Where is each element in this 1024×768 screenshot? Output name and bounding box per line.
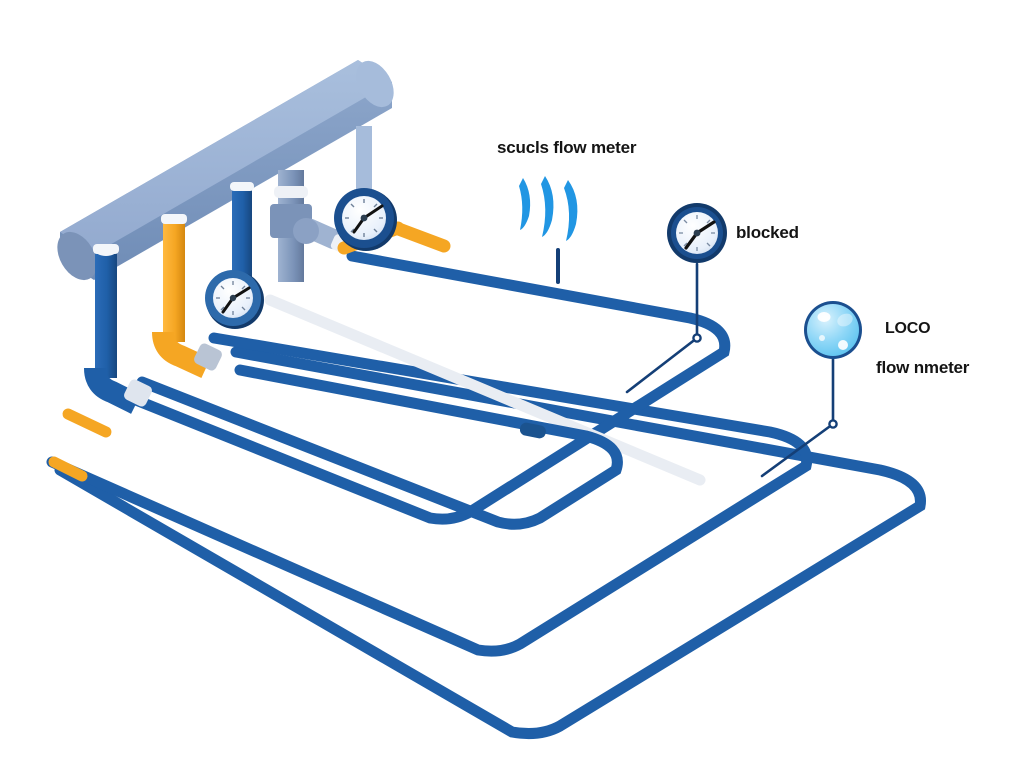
gauge-ticks [679, 215, 715, 251]
pressure-gauge-icon[interactable] [667, 203, 727, 263]
callout-label-suction-flow-meter: scucls flow meter [497, 138, 637, 157]
cap-left-lower [48, 456, 88, 482]
header-manifold-pipe [57, 60, 394, 281]
gauge-needle [362, 204, 384, 220]
inline-fitting [519, 422, 546, 439]
gauge-upper[interactable] [334, 188, 397, 251]
leader-blocked-joint [692, 333, 702, 343]
callout-label-loco-flow-meter: LOCO flow nmeter [868, 301, 969, 415]
gauge-ticks [216, 281, 250, 315]
loop-outer [54, 346, 926, 739]
callout-label-loco-line1: LOCO [884, 319, 931, 337]
leader-loco-joint [828, 419, 838, 429]
callout-label-loco-line2: flow nmeter [876, 357, 970, 377]
riser-1 [84, 244, 152, 414]
riser-gauge-stem [356, 126, 372, 202]
water-droplet-icon[interactable] [804, 301, 862, 359]
loop-white-segment [264, 294, 706, 486]
loop-middle [46, 332, 813, 657]
serpentine-loop-group [46, 250, 926, 739]
manifold-far-cap [356, 60, 394, 108]
manifold-end-cap [57, 231, 97, 281]
flow-swoosh-icon [519, 176, 578, 241]
riser-2 [152, 214, 222, 378]
leader-lines-group [556, 248, 838, 478]
callout-label-blocked: blocked [736, 223, 799, 242]
pipe-end-caps-group [48, 408, 112, 482]
cap-left-upper [62, 408, 112, 438]
gauge-ticks [345, 199, 383, 237]
inline-valve-body [270, 170, 352, 282]
manifold-top-face [60, 60, 392, 254]
loop-innermost [136, 364, 623, 530]
gauge-lower[interactable] [205, 270, 264, 329]
